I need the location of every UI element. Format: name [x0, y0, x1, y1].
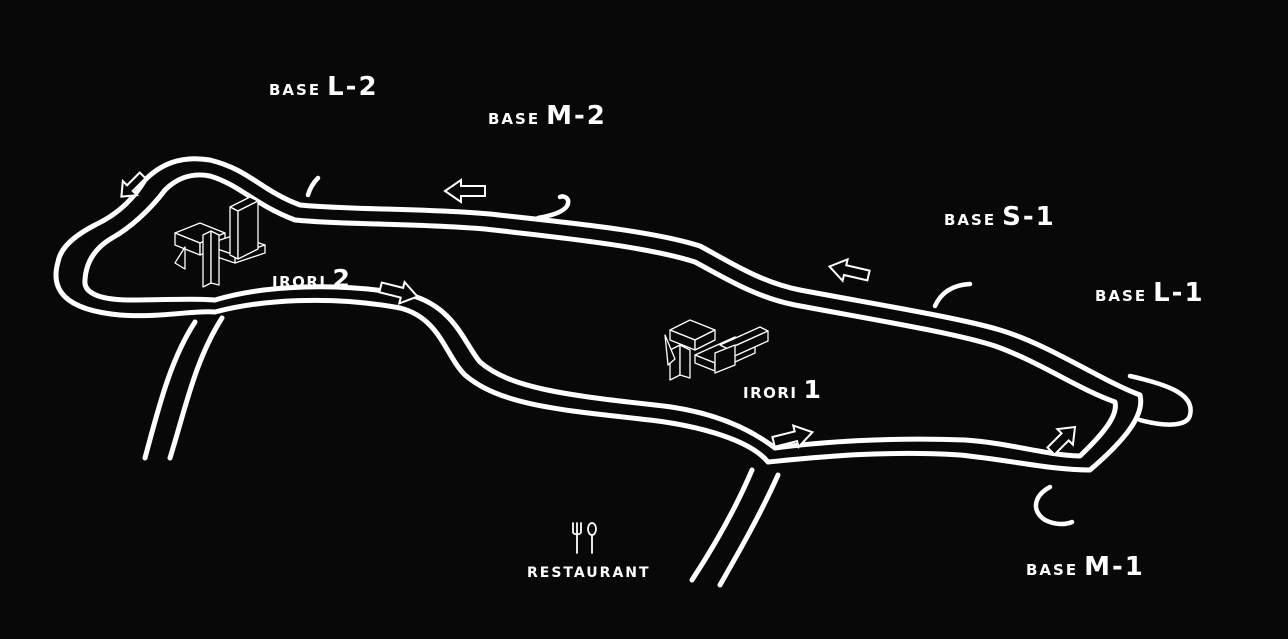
irori-1-number: 1	[803, 375, 823, 404]
base-m1-label[interactable]: BASE M-1	[1026, 554, 1145, 580]
spur-m1	[1033, 484, 1075, 527]
sw-road-left	[142, 319, 198, 461]
irori-2-building-icon	[174, 196, 266, 288]
spur-m2	[535, 194, 571, 221]
base-l1-label[interactable]: BASE L-1	[1095, 280, 1205, 306]
arrow-icon-top	[443, 178, 486, 204]
base-l2-code: L-2	[327, 72, 379, 102]
irori-2-prefix: IRORI	[272, 273, 327, 291]
sw-road-right	[167, 315, 225, 461]
arrow-icon-s1	[827, 257, 871, 283]
irori-2-label[interactable]: IRORI 2	[272, 266, 352, 291]
irori-2-number: 2	[332, 264, 352, 293]
restaurant-label[interactable]: RESTAURANT	[527, 565, 651, 581]
arrow-icon-nw	[120, 171, 147, 198]
loop-road-outer	[53, 156, 1144, 473]
base-m2-code: M-2	[546, 101, 607, 131]
base-l2-prefix: BASE	[269, 81, 322, 99]
s-road-right	[717, 472, 781, 588]
arrow-icon-irori2	[378, 279, 420, 306]
base-l1-code: L-1	[1153, 278, 1205, 308]
base-l1-prefix: BASE	[1095, 287, 1148, 305]
base-s1-label[interactable]: BASE S-1	[944, 204, 1056, 230]
arrow-icon-irori1	[771, 424, 815, 449]
base-m1-prefix: BASE	[1026, 561, 1079, 579]
base-m2-prefix: BASE	[488, 110, 541, 128]
base-s1-code: S-1	[1002, 202, 1056, 232]
irori-1-building-icon	[664, 319, 769, 381]
spur-s1	[932, 281, 973, 309]
fork-spoon-icon	[572, 522, 597, 554]
irori-1-prefix: IRORI	[743, 384, 798, 402]
s-road-left	[689, 467, 755, 583]
spur-l2	[305, 175, 321, 198]
arrow-icon-east	[1046, 425, 1077, 456]
base-s1-prefix: BASE	[944, 211, 997, 229]
irori-1-label[interactable]: IRORI 1	[743, 377, 823, 402]
base-m2-label[interactable]: BASE M-2	[488, 103, 607, 129]
base-l2-label[interactable]: BASE L-2	[269, 74, 379, 100]
spur-l1	[1127, 373, 1193, 427]
base-m1-code: M-1	[1084, 552, 1145, 582]
